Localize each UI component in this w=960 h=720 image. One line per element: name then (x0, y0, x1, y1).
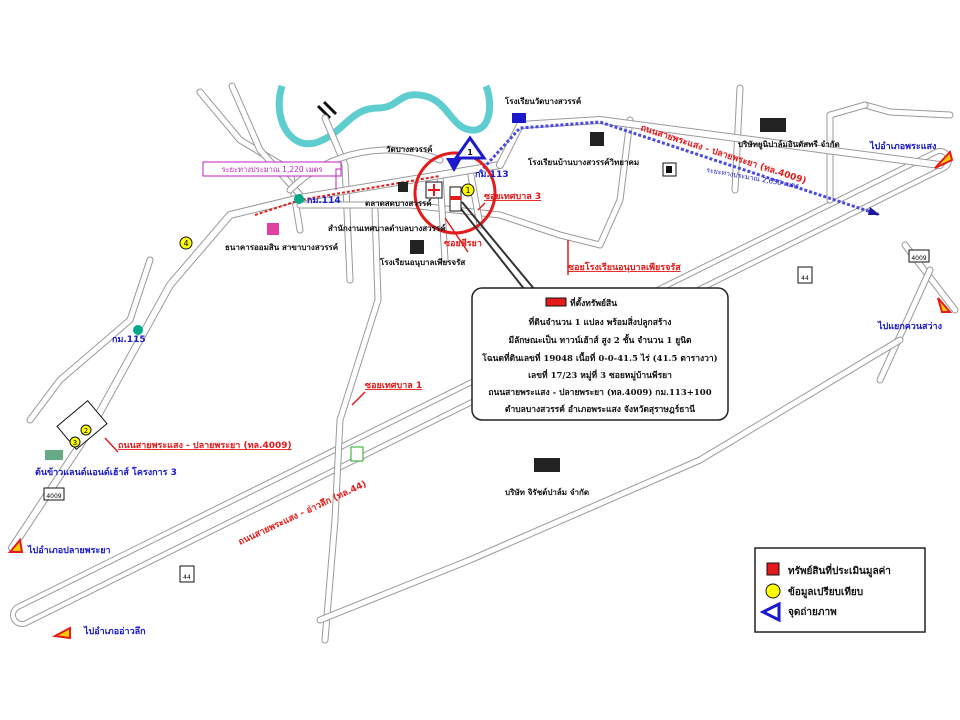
svg-text:4: 4 (183, 239, 188, 248)
label-km113: กม.113 (475, 170, 509, 180)
arrow-aoluek-icon (51, 626, 71, 640)
pole-icon (294, 194, 304, 204)
legend-label: ทรัพย์สินที่ประเมินมูลค่า (788, 563, 891, 578)
bridge-icon (316, 100, 338, 120)
callout-line: ตำบลบางสวรรค์ อำเภอพระแสง จังหวัดสุราษฎร… (505, 404, 695, 415)
callout-line: เลขที่ 17/23 หมู่ที่ 3 ซอยหมู่บ้านพีรยา (528, 368, 672, 381)
route-east (478, 120, 881, 217)
callout-pointer (457, 204, 526, 291)
yellow-circle-icon (765, 583, 781, 599)
photo-point-number: 1 (467, 148, 473, 157)
dir-khuansawang: ไปแยกควนสว่าง (877, 320, 942, 332)
label-school-ban: โรงเรียนบ้านบางสวรรค์วิทยาคม (527, 157, 639, 167)
label-km114: กม.114 (307, 196, 341, 206)
label-school-wat: โรงเรียนวัดบางสวรรค์ (504, 96, 581, 106)
red-square-icon (766, 562, 780, 576)
svg-text:4009: 4009 (46, 493, 61, 500)
arrow-plaiphraya-icon (7, 537, 24, 553)
photo-point-icon (453, 135, 487, 160)
market-icon (398, 182, 408, 192)
label-soi1: ซอยเทศบาล 1 (365, 381, 422, 391)
pole-icon (133, 325, 143, 335)
minor-roads (26, 82, 959, 644)
housing-icon (45, 450, 63, 460)
shop-icon (350, 446, 364, 462)
hospital-icon (425, 181, 443, 199)
legend-label: ข้อมูลเปรียบเทียบ (788, 586, 863, 599)
callout-line: ถนนสายพระแสง - ปลายพระยา (ทล.4009) กม.11… (488, 387, 711, 398)
compare-2-marker: 2 (56, 399, 108, 451)
arrow-khuansawang-icon (937, 297, 953, 313)
label-soi-school: ซอยโรงเรียนอนุบาลเพียรจรัส (568, 261, 681, 273)
distance-west-box: ระยะทางประมาณ 1,220 เมตร (202, 161, 342, 190)
label-road4009-sw: ถนนสายพระแสง - ปลายพระยา (ทล.4009) (118, 440, 292, 451)
property-callout: ที่ตั้งทรัพย์สิน ที่ดินจำนวน 1 แปลง พร้อ… (471, 287, 729, 421)
callout-title: ที่ตั้งทรัพย์สิน (570, 296, 617, 309)
dir-phrasaeng: ไปอำเภอพระแสง (869, 140, 936, 152)
label-factory2: บริษัท จิรัชต์ปาล์ม จำกัด (505, 487, 589, 497)
label-market: ตลาดสดบางสวรรค์ (365, 198, 432, 208)
label-factory1: บริษัทยูนิปาล์มอินดัสทรี จำกัด (738, 139, 840, 150)
shield-4009-a: 4009 (908, 249, 930, 263)
shield-44-b: 44 (179, 565, 195, 583)
svg-text:1: 1 (465, 186, 470, 195)
label-kindergarten: โรงเรียนอนุบาลเพียรจรัส (379, 257, 465, 268)
route-arrow (868, 207, 880, 215)
callout-line: ที่ดินจำนวน 1 แปลง พร้อมสิ่งปลูกสร้าง (529, 315, 672, 328)
svg-text:44: 44 (801, 275, 809, 282)
route-arrows (104, 202, 569, 453)
label-wat: วัดบางสวรรค์ (386, 144, 432, 154)
shield-4009-b: 4009 (43, 487, 65, 501)
dir-plaiphraya: ไปอำเภอปลายพระยา (27, 544, 111, 556)
photo-point-icon-2 (446, 158, 462, 172)
svg-text:44: 44 (183, 574, 191, 581)
compare-1-marker: 1 (461, 183, 475, 197)
subject-swatch (545, 297, 567, 307)
svg-text:4009: 4009 (911, 255, 926, 262)
label-municipal: สำนักงานเทศบาลตำบลบางสวรรค์ (328, 223, 446, 233)
label-km115: กม.115 (112, 335, 146, 345)
label-bank: ธนาคารออมสิน สาขาบางสวรรค์ (225, 242, 338, 252)
river (275, 84, 494, 148)
svg-text:3: 3 (73, 439, 77, 447)
label-soi3: ซอยเทศบาล 3 (484, 192, 541, 202)
arrow-phrasaeng-icon (934, 149, 954, 169)
legend-label: จุดถ่ายภาพ (788, 606, 837, 618)
bank-icon (267, 223, 279, 235)
legend: ทรัพย์สินที่ประเมินมูลค่า ข้อมูลเปรียบเท… (754, 547, 926, 633)
shield-44-a: 44 (797, 266, 813, 284)
svg-text:2: 2 (84, 427, 88, 435)
dir-aoluek: ไปอำเภออ่าวลึก (83, 625, 146, 637)
school-icon (410, 113, 604, 254)
subject-marker (450, 196, 461, 200)
callout-pointer (461, 201, 536, 291)
callout-line: มีลักษณะเป็น ทาวน์เฮ้าส์ สูง 2 ชั้น จำนว… (508, 333, 692, 346)
compare-4-marker: 4 (179, 236, 193, 250)
factory-icon (534, 118, 786, 472)
gas-station-icon (662, 162, 677, 177)
callout-line: โฉนดที่ดินเลขที่ 19048 เนื้อที่ 0-0-41.5… (481, 351, 717, 364)
compare-3-marker: 3 (69, 436, 81, 448)
blue-triangle-icon (759, 601, 781, 623)
label-housing: ต้นข้าวแลนด์แอนด์เฮ้าส์ โครงการ 3 (35, 466, 177, 478)
svg-text:ระยะทางประมาณ 1,220 เมตร: ระยะทางประมาณ 1,220 เมตร (222, 165, 323, 174)
